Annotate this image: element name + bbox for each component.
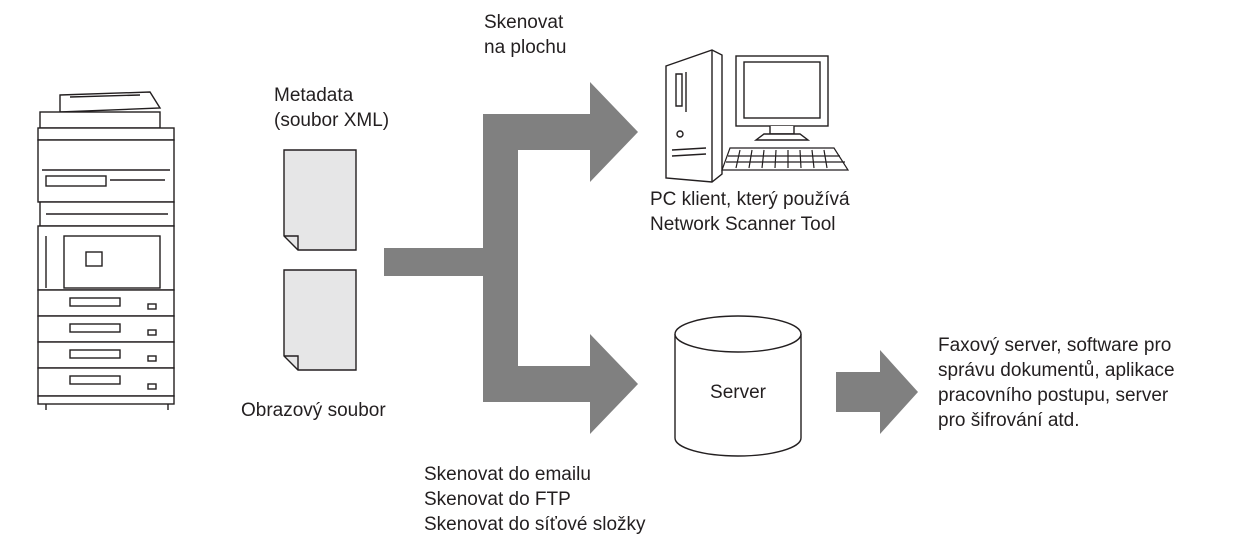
- scan-to-desktop-line-2: na plochu: [484, 37, 567, 58]
- scan-target-network-folder: Skenovat do síťové složky: [424, 514, 646, 535]
- pc-client-line-1: PC klient, který používá: [650, 189, 850, 210]
- metadata-line-1: Metadata: [274, 85, 354, 106]
- multifunction-printer-icon: [37, 91, 175, 410]
- branch-arrow: [384, 82, 638, 434]
- destinations-line-1: Faxový server, software pro: [938, 335, 1172, 356]
- destinations-label: Faxový server, software pro správu dokum…: [938, 333, 1175, 433]
- destinations-line-3: pracovního postupu, server: [938, 385, 1169, 406]
- keyboard-icon: [721, 147, 850, 171]
- metadata-line-2: (soubor XML): [274, 110, 390, 131]
- scan-to-desktop-label: Skenovat na plochu: [484, 10, 566, 60]
- destinations-line-2: správu dokumentů, aplikace: [938, 360, 1175, 381]
- metadata-label: Metadata (soubor XML): [274, 83, 389, 133]
- image-document-icon: [283, 269, 357, 371]
- destinations-line-4: pro šifrování atd.: [938, 410, 1080, 431]
- pc-client-line-2: Network Scanner Tool: [650, 214, 836, 235]
- scan-target-ftp: Skenovat do FTP: [424, 489, 571, 510]
- image-file-text: Obrazový soubor: [241, 400, 386, 421]
- destination-arrow: [836, 350, 918, 434]
- server-label: Server: [710, 382, 766, 403]
- metadata-document-icon: [283, 149, 357, 251]
- scan-to-desktop-line-1: Skenovat: [484, 12, 564, 33]
- scan-targets-label: Skenovat do emailu Skenovat do FTP Skeno…: [424, 462, 646, 537]
- server-cylinder-icon: [674, 315, 802, 457]
- scan-target-email: Skenovat do emailu: [424, 464, 591, 485]
- pc-client-label: PC klient, který používá Network Scanner…: [650, 187, 850, 237]
- pc-tower-icon: [665, 49, 723, 183]
- image-file-label: Obrazový soubor: [241, 398, 386, 423]
- monitor-icon: [735, 55, 829, 141]
